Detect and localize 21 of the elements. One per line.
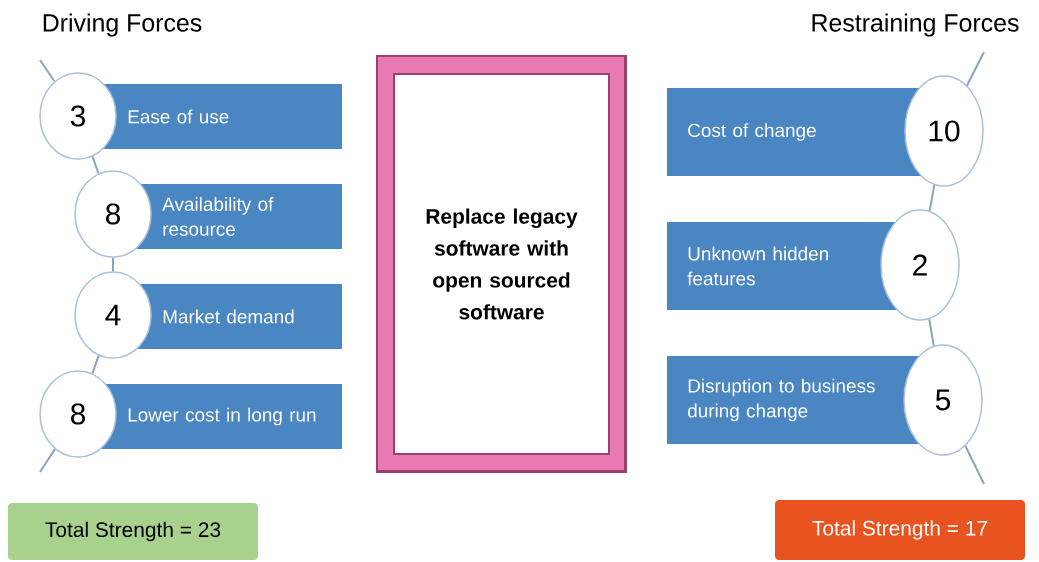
connector-line	[91, 354, 100, 375]
connector-line	[91, 155, 100, 175]
text-box: Disruption to business during change	[667, 356, 925, 444]
connector-line	[966, 51, 985, 87]
text-box: Market demand	[133, 284, 342, 349]
text-box: Unknown hidden features	[667, 222, 905, 310]
heading: Driving Forces	[43, 13, 202, 37]
heading: Restraining Forces	[812, 13, 1019, 37]
total-box: Total Strength = 17	[775, 500, 1025, 560]
picture-frame: Replace legacy software with open sourced software	[376, 55, 627, 473]
text-box: Ease of use	[100, 84, 342, 149]
connector-line	[112, 256, 114, 273]
connector-line	[39, 59, 56, 83]
connector-line	[928, 184, 936, 212]
text-box: Cost of change	[667, 88, 925, 176]
text-box: Lower cost in long run	[100, 384, 342, 449]
text-box: Availability of resource	[133, 184, 342, 249]
connector-line	[39, 448, 56, 473]
connector-line	[928, 318, 935, 347]
total-box: Total Strength = 23	[8, 503, 258, 560]
connector-line	[964, 445, 985, 485]
